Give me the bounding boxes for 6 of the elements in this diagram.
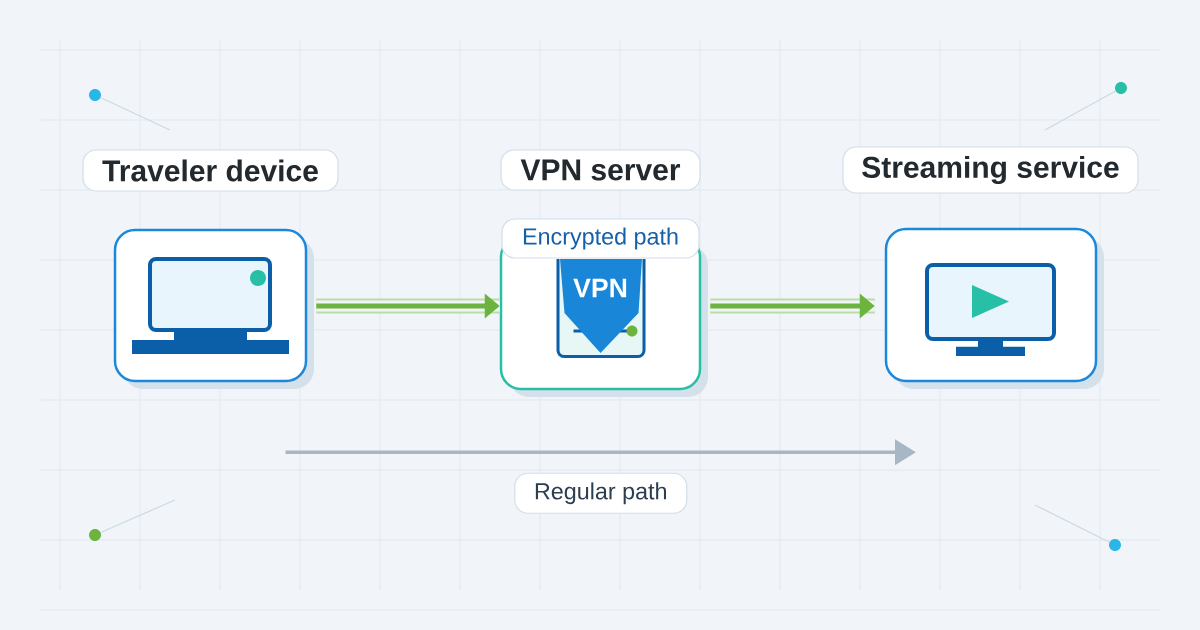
heading-pill: Traveler device	[82, 149, 339, 192]
heading-pill: Streaming service	[842, 146, 1139, 194]
tag-pill: Encrypted path	[501, 218, 700, 259]
edge-label: Regular path	[514, 472, 688, 514]
heading-pill: VPN server	[500, 149, 701, 191]
shield-badge: VPN	[556, 259, 646, 358]
